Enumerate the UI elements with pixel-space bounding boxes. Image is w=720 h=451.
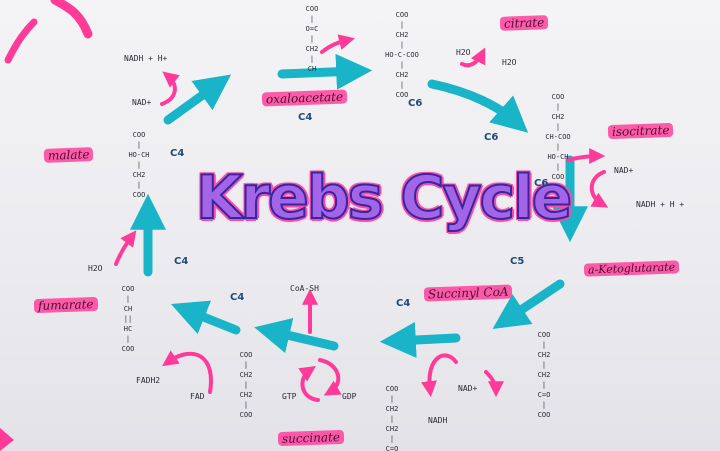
label-oxaloacetate: oxaloacetate	[261, 89, 348, 107]
corner-scribble-bottom-left	[0, 428, 14, 451]
label-succinate: succinate	[277, 429, 345, 447]
carbon-fumarate: C4	[174, 256, 189, 267]
arrow-fad-to-fadh2	[162, 350, 213, 394]
citrate-structure: COO | CH2 | HO-C-COO | CH2 | COO	[385, 11, 419, 99]
label-malate: malate	[43, 147, 94, 163]
arrow-oxaloacetate-to-citrate	[277, 53, 373, 90]
arrow-malate-to-oxaloacetate	[163, 74, 232, 125]
cofactor-h2o-left: H2O	[88, 264, 103, 273]
arrow-isocitrate-out	[566, 148, 606, 165]
carbon-succinyl-coa: C4	[396, 298, 411, 309]
arrow-nad-to-nadh-top	[160, 71, 180, 106]
succinyl-coa-structure: COO | CH2 | CH2 | C=O	[385, 385, 399, 451]
cofactor-h2o-citrate-in: H2O	[456, 48, 471, 57]
carbon-ketoglutarate: C5	[510, 256, 525, 267]
label-fumarate: fumarate	[33, 296, 98, 314]
arrow-gtp-gdp-cycle-a	[318, 358, 342, 396]
arrow-h2o-citrate	[460, 47, 486, 68]
arrow-succinate-to-fumarate-b	[170, 300, 241, 335]
carbon-oxaloacetate: C4	[298, 112, 313, 123]
cofactor-nad-bottom: NAD+	[458, 384, 478, 393]
arrow-ketoglutarate-to-succinylcoa	[492, 279, 565, 329]
carbon-isocitrate-top: C6	[484, 132, 499, 143]
cofactor-nadh-bottom: NADH	[428, 416, 448, 425]
arrow-gtp-gdp-cycle-b	[298, 365, 320, 402]
succinate-structure: COO | CH2 | CH2 | COO	[239, 351, 253, 419]
cofactor-gtp: GTP	[282, 392, 297, 401]
arrow-nad-to-nadh-right	[589, 170, 609, 208]
corner-scribble-left	[4, 18, 38, 64]
arrow-oxaloacetate-in	[320, 34, 355, 54]
cofactor-gdp: GDP	[342, 392, 357, 401]
page-title: Krebs Cycle	[195, 162, 573, 234]
arrow-succinylcoa-to-succinate	[379, 322, 461, 358]
cofactor-coa-sh: CoA-SH	[290, 284, 319, 293]
cofactor-fadh2: FADH2	[136, 376, 161, 385]
label-isocitrate: isocitrate	[607, 122, 674, 140]
cofactor-nadh-h-top: NADH + H+	[124, 54, 168, 63]
arrow-nad-to-nadh-bottom	[421, 353, 458, 398]
arrow-succinate-to-fumarate-a	[254, 317, 339, 354]
isocitrate-structure: COO | CH2 | CH-COO | HO-CH | COO	[545, 93, 571, 181]
cofactor-nadh-h-right: NADH + H +	[636, 200, 685, 209]
cofactor-fad: FAD	[190, 392, 205, 401]
arrow-citrate-to-isocitrate	[427, 79, 529, 133]
carbon-malate: C4	[170, 148, 185, 159]
oxaloacetate-structure: COO | O=C | CH2 | CH	[305, 5, 319, 73]
corner-scribble-top-left	[50, 0, 93, 39]
cofactor-h2o-citrate-out: H2O	[502, 58, 517, 67]
ketoglutarate-structure: COO | CH2 | CH2 | C=O | COO	[537, 331, 551, 419]
cofactor-nad-right: NAD+	[614, 166, 634, 175]
arrow-h2o-to-malate	[114, 230, 137, 266]
fumarate-structure: COO | CH || HC | COO	[121, 285, 135, 353]
arrow-nad-out-bottom	[484, 370, 504, 398]
carbon-citrate: C6	[408, 98, 423, 109]
carbon-isocitrate: C6	[534, 178, 549, 189]
label-citrate: citrate	[499, 15, 549, 31]
carbon-succinate: C4	[230, 292, 245, 303]
cofactor-nad-top: NAD+	[132, 98, 152, 107]
malate-structure: COO | HO-CH | CH2 | COO	[128, 131, 150, 199]
